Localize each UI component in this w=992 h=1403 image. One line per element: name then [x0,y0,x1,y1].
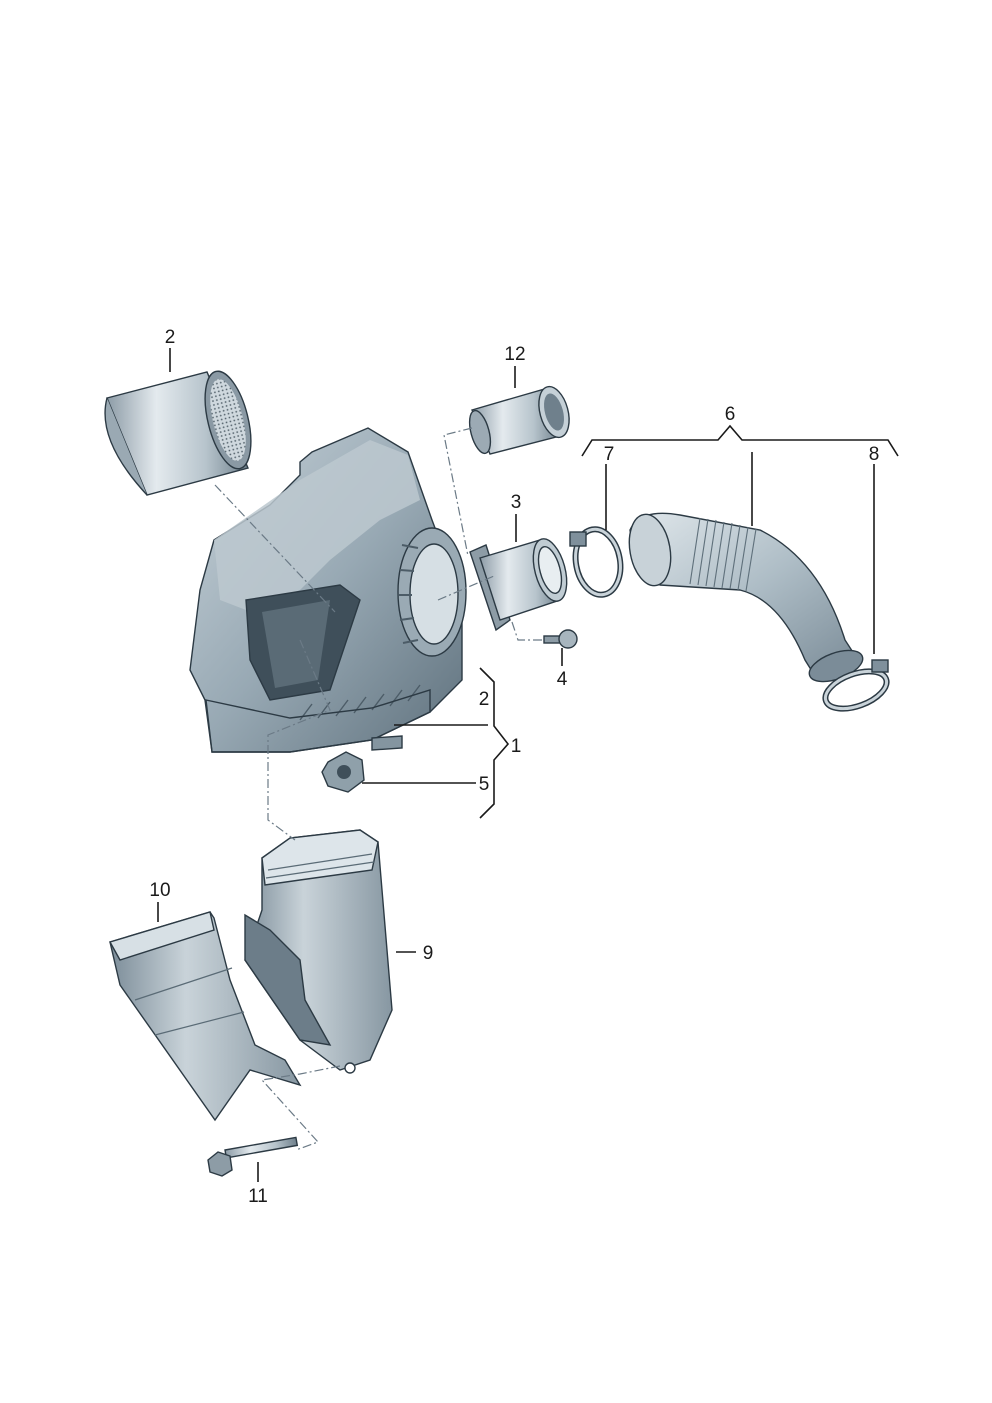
intake-pipe [468,385,570,455]
callout-2-group: 2 [479,689,490,710]
callout-10: 10 [149,880,170,901]
hose-clamp-small [569,526,624,598]
intake-duct [244,829,393,1074]
callout-12: 12 [504,344,525,365]
screw-part [543,629,578,649]
adapter-part [469,538,568,632]
callout-4: 4 [557,669,568,690]
callout-6: 6 [725,404,736,425]
callout-labels: 2 12 6 7 8 3 4 2 1 5 10 9 11 [149,327,879,1207]
bolt-part [207,1136,299,1177]
air-guide [108,911,302,1122]
nut-part [321,751,365,793]
callout-1: 1 [511,736,522,757]
air-filter-housing [189,427,467,753]
callout-7: 7 [604,444,615,465]
callout-5: 5 [479,774,490,795]
leader-lines [157,348,899,1182]
callout-11: 11 [248,1186,268,1207]
callout-8: 8 [869,444,880,465]
callout-3: 3 [511,492,522,513]
air-hose [628,512,864,683]
callout-2-filter: 2 [165,327,176,348]
callout-9: 9 [423,943,434,964]
air-filter-element [104,370,252,496]
assembly-lines [214,427,545,1151]
hose-clamp-large [822,659,890,712]
